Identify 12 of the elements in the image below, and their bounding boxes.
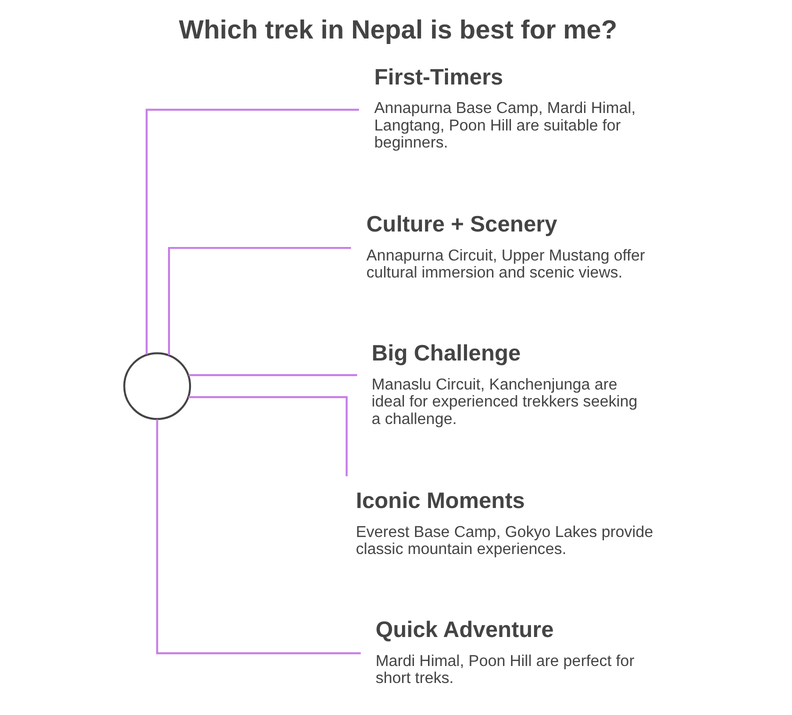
diagram-title: Which trek in Nepal is best for me? <box>178 14 618 45</box>
node-circle <box>123 352 192 420</box>
connector <box>146 108 359 354</box>
connector <box>188 374 358 376</box>
connector <box>168 246 352 356</box>
node-text: Big Challenge Manaslu Circuit, Kanchenjunga are ideal for experienced trekkers seeking a challenge. <box>372 340 638 428</box>
node-text: Culture + Scenery Annapurna Circuit, Upper Mustang offer cultural immersion and scenic views. <box>366 212 646 282</box>
node-text: Quick Adventure Mardi Himal, Poon Hill are perfect for short treks. <box>376 616 634 687</box>
node-text: First-Timers Annapurna Base Camp, Mardi Himal, Langtang, Poon Hill are suitable for beginners. <box>374 64 636 152</box>
node-text: Iconic Moments Everest Base Camp, Gokyo Lakes provide classic mountain experiences. <box>356 488 654 558</box>
connector <box>156 419 361 654</box>
connector <box>188 396 348 476</box>
